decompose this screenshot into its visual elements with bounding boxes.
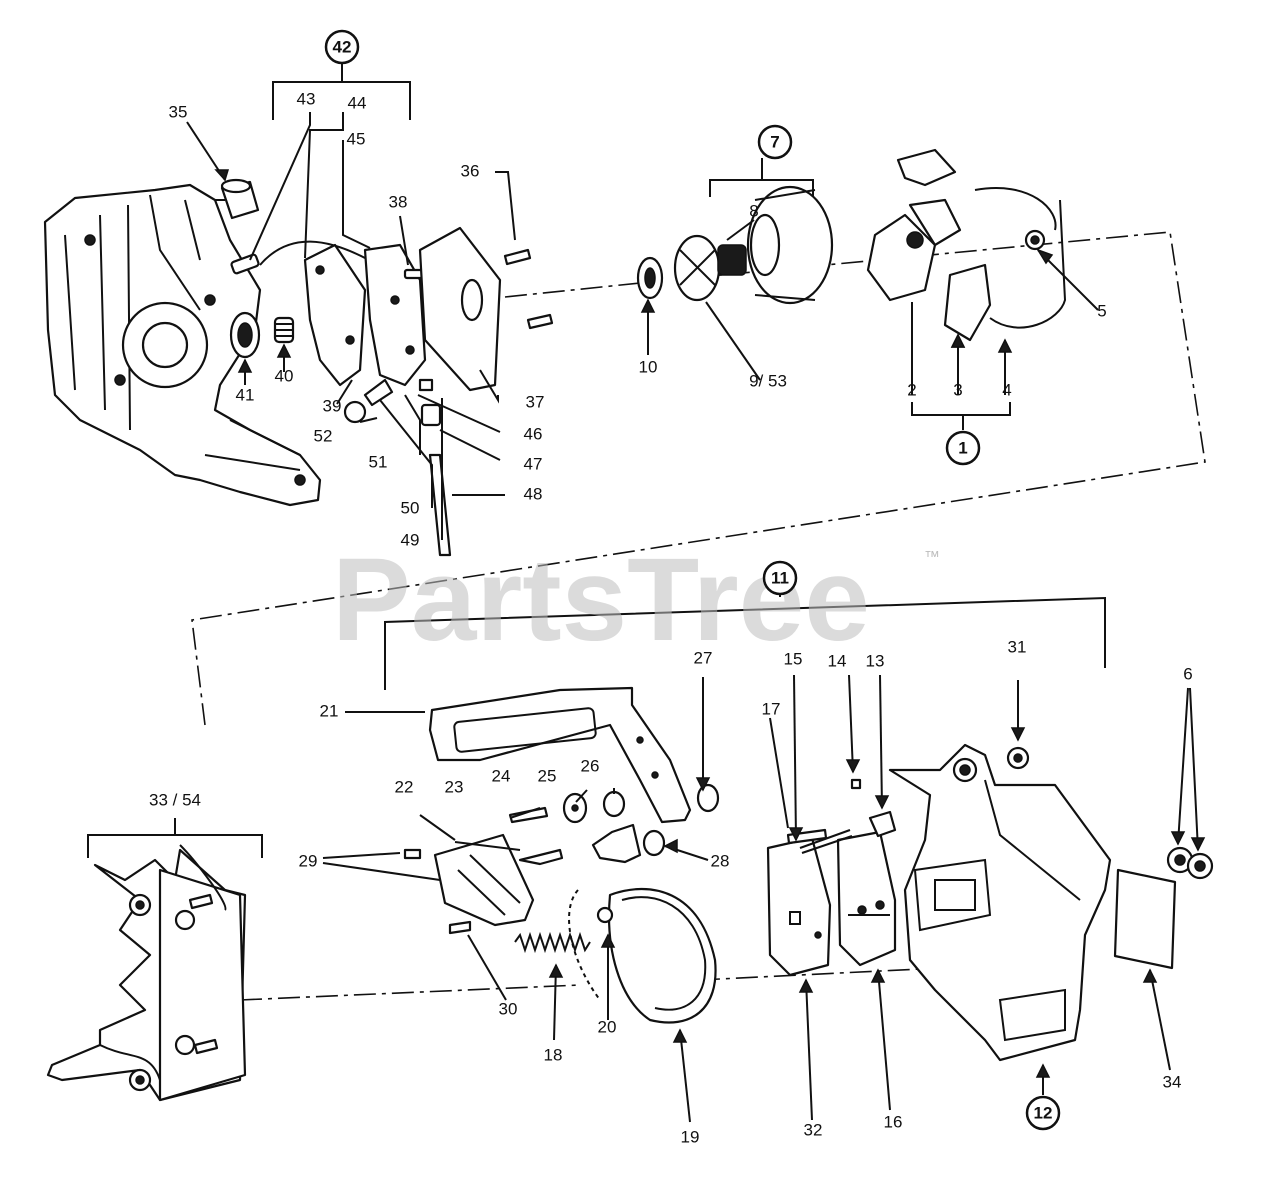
group-1-text: 1 — [958, 438, 967, 457]
label-51: 51 — [369, 452, 388, 471]
side-cover-small-parts — [786, 746, 1030, 855]
group-label-42: 42 — [324, 29, 360, 65]
label-25: 25 — [538, 766, 557, 785]
watermark-brand: PartsTree — [332, 534, 870, 666]
group-label-7: 7 — [757, 124, 793, 160]
label-26: 26 — [581, 756, 600, 775]
crankcase-housing — [43, 183, 322, 507]
group-label-11: 11 — [762, 560, 798, 596]
label-52: 52 — [314, 426, 333, 445]
label-10: 10 — [639, 357, 658, 376]
label-29: 29 — [299, 851, 318, 870]
label-37: 37 — [526, 392, 545, 411]
part-9-53-sprocket — [673, 234, 721, 302]
oil-pump-assembly — [230, 240, 431, 387]
label-43: 43 — [297, 89, 316, 108]
oil-pump-small-parts — [343, 378, 452, 557]
label-13: 13 — [866, 651, 885, 670]
part-12-side-cover — [888, 743, 1112, 1062]
label-19: 19 — [681, 1127, 700, 1146]
label-15: 15 — [784, 649, 803, 668]
label-50: 50 — [401, 498, 420, 517]
label-36: 36 — [461, 161, 480, 180]
group-label-12: 12 — [1025, 1095, 1061, 1131]
group-42-text: 42 — [333, 37, 352, 56]
label-41: 41 — [236, 385, 255, 404]
part-32-plate — [766, 836, 832, 977]
label-30: 30 — [499, 999, 518, 1018]
part-40-worm-gear — [273, 316, 295, 344]
label-33-54: 33 / 54 — [149, 790, 201, 809]
group-11-text: 11 — [771, 568, 789, 587]
part-35-cylinder — [215, 178, 260, 220]
label-22: 22 — [395, 777, 414, 796]
label-46: 46 — [524, 424, 543, 443]
label-5: 5 — [1097, 301, 1106, 320]
group-7-text: 7 — [770, 132, 779, 151]
label-21: 21 — [320, 701, 339, 720]
part-8-bearing — [717, 244, 747, 276]
label-32: 32 — [804, 1120, 823, 1139]
label-14: 14 — [828, 651, 847, 670]
watermark: PartsTree ™ — [332, 534, 940, 666]
label-40: 40 — [275, 366, 294, 385]
label-18: 18 — [544, 1045, 563, 1064]
part-34-label — [1113, 868, 1177, 970]
label-16: 16 — [884, 1112, 903, 1131]
label-31: 31 — [1008, 637, 1027, 656]
label-2: 2 — [907, 380, 916, 399]
label-28: 28 — [711, 851, 730, 870]
arrowheads — [214, 169, 1206, 1078]
part-41-seal — [229, 311, 261, 359]
part-16-plate — [836, 830, 897, 967]
label-49: 49 — [401, 530, 420, 549]
label-44: 44 — [348, 93, 367, 112]
part-21-handle-guard — [428, 686, 692, 824]
label-39: 39 — [323, 396, 342, 415]
label-17: 17 — [762, 699, 781, 718]
label-23: 23 — [445, 777, 464, 796]
group-label-1: 1 — [945, 430, 981, 466]
label-45: 45 — [347, 129, 366, 148]
label-20: 20 — [598, 1017, 617, 1036]
label-24: 24 — [492, 766, 511, 785]
part-19-brake-band — [568, 887, 717, 1024]
label-4: 4 — [1002, 380, 1011, 399]
watermark-trademark: ™ — [924, 549, 940, 566]
part-number-labels: 43 44 45 35 36 38 8 5 10 9/ 53 2 3 4 41 … — [149, 89, 1193, 1146]
label-27: 27 — [694, 648, 713, 667]
part-10-washer — [636, 256, 664, 300]
part-37-cover-plate — [418, 226, 502, 392]
part-18-spring — [514, 931, 591, 954]
label-35: 35 — [169, 102, 188, 121]
part-6-nuts — [1166, 846, 1214, 880]
group-12-text: 12 — [1034, 1103, 1053, 1122]
label-9-53: 9/ 53 — [749, 371, 787, 390]
label-8: 8 — [749, 201, 758, 220]
label-47: 47 — [524, 454, 543, 473]
label-6: 6 — [1183, 664, 1192, 683]
label-3: 3 — [953, 380, 962, 399]
clutch-assembly — [866, 148, 1067, 342]
part-7-clutch-drum — [746, 185, 834, 305]
part-22-lever-plate — [403, 833, 535, 935]
label-38: 38 — [389, 192, 408, 211]
part-33-54-bar-plates — [46, 844, 247, 1102]
label-34: 34 — [1163, 1072, 1182, 1091]
part-36-screws — [503, 248, 554, 330]
label-48: 48 — [524, 484, 543, 503]
